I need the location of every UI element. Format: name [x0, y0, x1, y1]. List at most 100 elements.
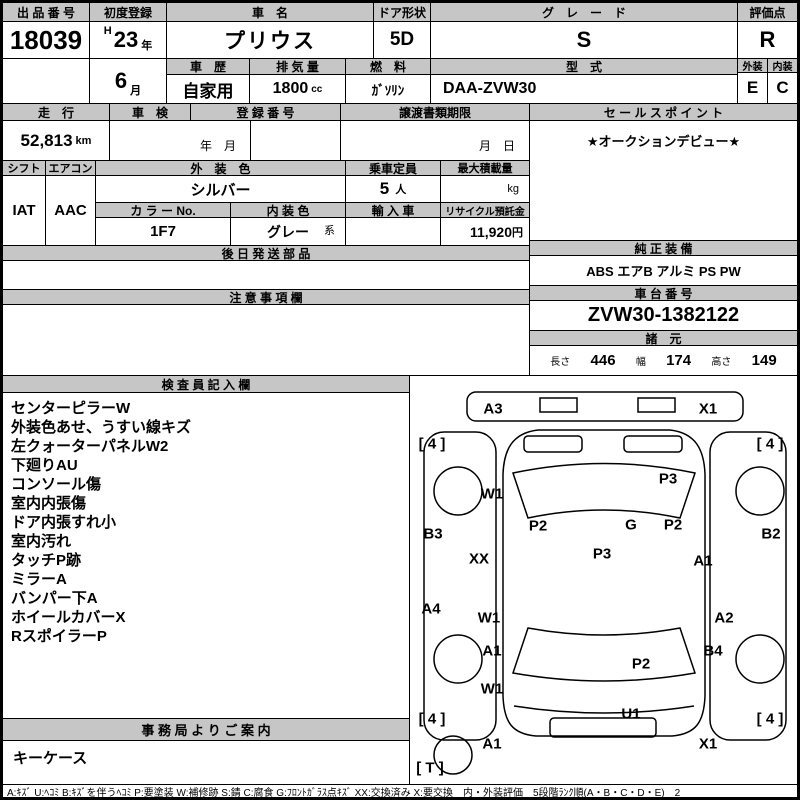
height-value: 149: [751, 352, 777, 369]
caution-label: 注 意 事 項 欄: [2, 289, 530, 305]
damage-mark-4: [ 4 ]: [756, 435, 784, 453]
registration-number-label: 登 録 番 号: [190, 103, 341, 121]
color-number-value: 1F7: [95, 217, 231, 246]
exterior-color-value: シルバー: [95, 175, 346, 203]
transfer-deadline-label: 譲渡書類期限: [340, 103, 530, 121]
score-value: R: [737, 21, 798, 59]
damage-mark-A2: A2: [714, 609, 734, 627]
capacity-label: 乗車定員: [345, 160, 441, 176]
damage-mark-P2: P2: [631, 655, 651, 673]
interior-color-name: グレー: [267, 223, 309, 240]
history-label: 車 歴: [166, 58, 250, 75]
chassis-number-label: 車 台 番 号: [529, 285, 798, 301]
width-value: 174: [666, 352, 692, 369]
mileage-number: 52,813: [20, 130, 73, 150]
fuel-label: 燃 料: [345, 58, 431, 75]
inspector-note: 外装色あせ、うすい線キズ: [11, 419, 192, 436]
damage-mark-U1: U1: [621, 705, 641, 723]
equipment-label: 純 正 装 備: [529, 240, 798, 256]
first-registration-label: 初度登録: [89, 2, 167, 22]
max-load-label: 最大積載量: [440, 160, 530, 176]
damage-mark-P3: P3: [592, 545, 612, 563]
later-parts-label: 後 日 発 送 部 品: [2, 245, 530, 261]
inspection-value: 年 月: [109, 120, 251, 161]
damage-mark-XX: XX: [468, 550, 490, 568]
inspector-note: 左クォーターパネルW2: [11, 438, 169, 455]
damage-mark-T: [ T ]: [416, 759, 444, 777]
sales-point-label: セ ー ル ス ポ イ ン ト: [529, 103, 798, 121]
month-unit: 月: [130, 85, 142, 97]
exterior-color-label: 外 装 色: [95, 160, 346, 176]
fuel-value: ｶﾞｿﾘﾝ: [345, 74, 431, 104]
length-label: 長さ: [550, 357, 571, 368]
interior-score-value: C: [767, 72, 798, 104]
score-label: 評価点: [737, 2, 798, 22]
interior-color-value: グレー 系: [230, 217, 346, 246]
auction-number-blank-cell: [2, 58, 90, 104]
caution-value: [2, 304, 530, 376]
mileage-unit: km: [75, 134, 92, 147]
door-shape-value: 5D: [373, 21, 431, 59]
damage-mark-G: G: [625, 516, 637, 534]
interior-color-label: 内 装 色: [230, 202, 346, 218]
capacity-unit: 人: [395, 184, 407, 196]
chassis-number-value: ZVW30-1382122: [529, 300, 798, 331]
auction-number-label: 出 品 番 号: [2, 2, 90, 22]
exterior-score-value: E: [737, 72, 768, 104]
recycle-deposit-value: 11,920 円: [440, 217, 530, 246]
office-info-value: キーケース: [2, 740, 410, 785]
door-shape-label: ドア形状: [373, 2, 431, 22]
interior-score-label: 内装: [767, 58, 798, 73]
import-value: [345, 217, 441, 246]
import-label: 輸 入 車: [345, 202, 441, 218]
damage-mark-P2: P2: [663, 516, 683, 534]
equipment-value: ABS エアB アルミ PS PW: [529, 255, 798, 286]
aircon-value: AAC: [45, 175, 96, 246]
recycle-unit: 円: [512, 226, 523, 239]
first-registration-month: 6 月: [89, 58, 167, 104]
car-name-label: 車 名: [166, 2, 374, 22]
reg-year-value: 23: [113, 27, 139, 52]
reg-month-value: 6: [114, 68, 128, 93]
spec-values: 長さ 446 幅 174 高さ 149: [529, 345, 798, 376]
sales-point-value: ★オークションデビュー★: [529, 120, 798, 241]
damage-mark-A1: A1: [482, 642, 502, 660]
inspector-notes-label: 検 査 員 記 入 欄: [2, 375, 410, 393]
mileage-value: 52,813 km: [2, 120, 110, 161]
height-label: 高さ: [711, 357, 732, 368]
damage-mark-W1: W1: [480, 680, 504, 698]
grade-value: S: [430, 21, 738, 59]
damage-mark-W1: W1: [477, 609, 501, 627]
legend-bar: A:ｷｽﾞ U:ﾍｺﾐ B:ｷｽﾞを伴うﾍｺﾐ P:要塗装 W:補修跡 S:錆 …: [2, 784, 798, 798]
era-mark: H: [103, 25, 112, 37]
max-load-value: kg: [440, 175, 530, 203]
inspector-note: RスポイラーP: [11, 628, 107, 645]
damage-mark-B3: B3: [423, 525, 443, 543]
recycle-deposit-label: リサイクル預託金: [440, 202, 530, 218]
color-number-label: カ ラ ー No.: [95, 202, 231, 218]
inspector-note: コンソール傷: [11, 476, 102, 493]
inspector-note: ホイールカバーX: [11, 609, 126, 626]
inspector-note: ドア内張すれ小: [11, 514, 117, 531]
office-info-label: 事 務 局 よ り ご 案 内: [2, 718, 410, 741]
damage-mark-A1: A1: [482, 735, 502, 753]
transfer-deadline-value: 月 日: [340, 120, 530, 161]
capacity-number: 5: [379, 179, 390, 198]
history-value: 自家用: [166, 74, 250, 104]
damage-mark-X1: X1: [698, 735, 718, 753]
damage-mark-X1: X1: [698, 400, 718, 418]
inspector-note: 下廻りAU: [11, 457, 78, 474]
spec-label: 諸 元: [529, 330, 798, 346]
displacement-unit: cc: [311, 83, 323, 95]
damage-mark-A1: A1: [693, 552, 713, 570]
car-outline-art: [423, 391, 787, 775]
width-label: 幅: [635, 357, 646, 368]
inspector-note: ミラーA: [11, 571, 67, 588]
length-value: 446: [590, 352, 616, 369]
displacement-number: 1800: [272, 80, 309, 97]
inspection-label: 車 検: [109, 103, 191, 121]
inspector-note: タッチP跡: [11, 552, 82, 569]
